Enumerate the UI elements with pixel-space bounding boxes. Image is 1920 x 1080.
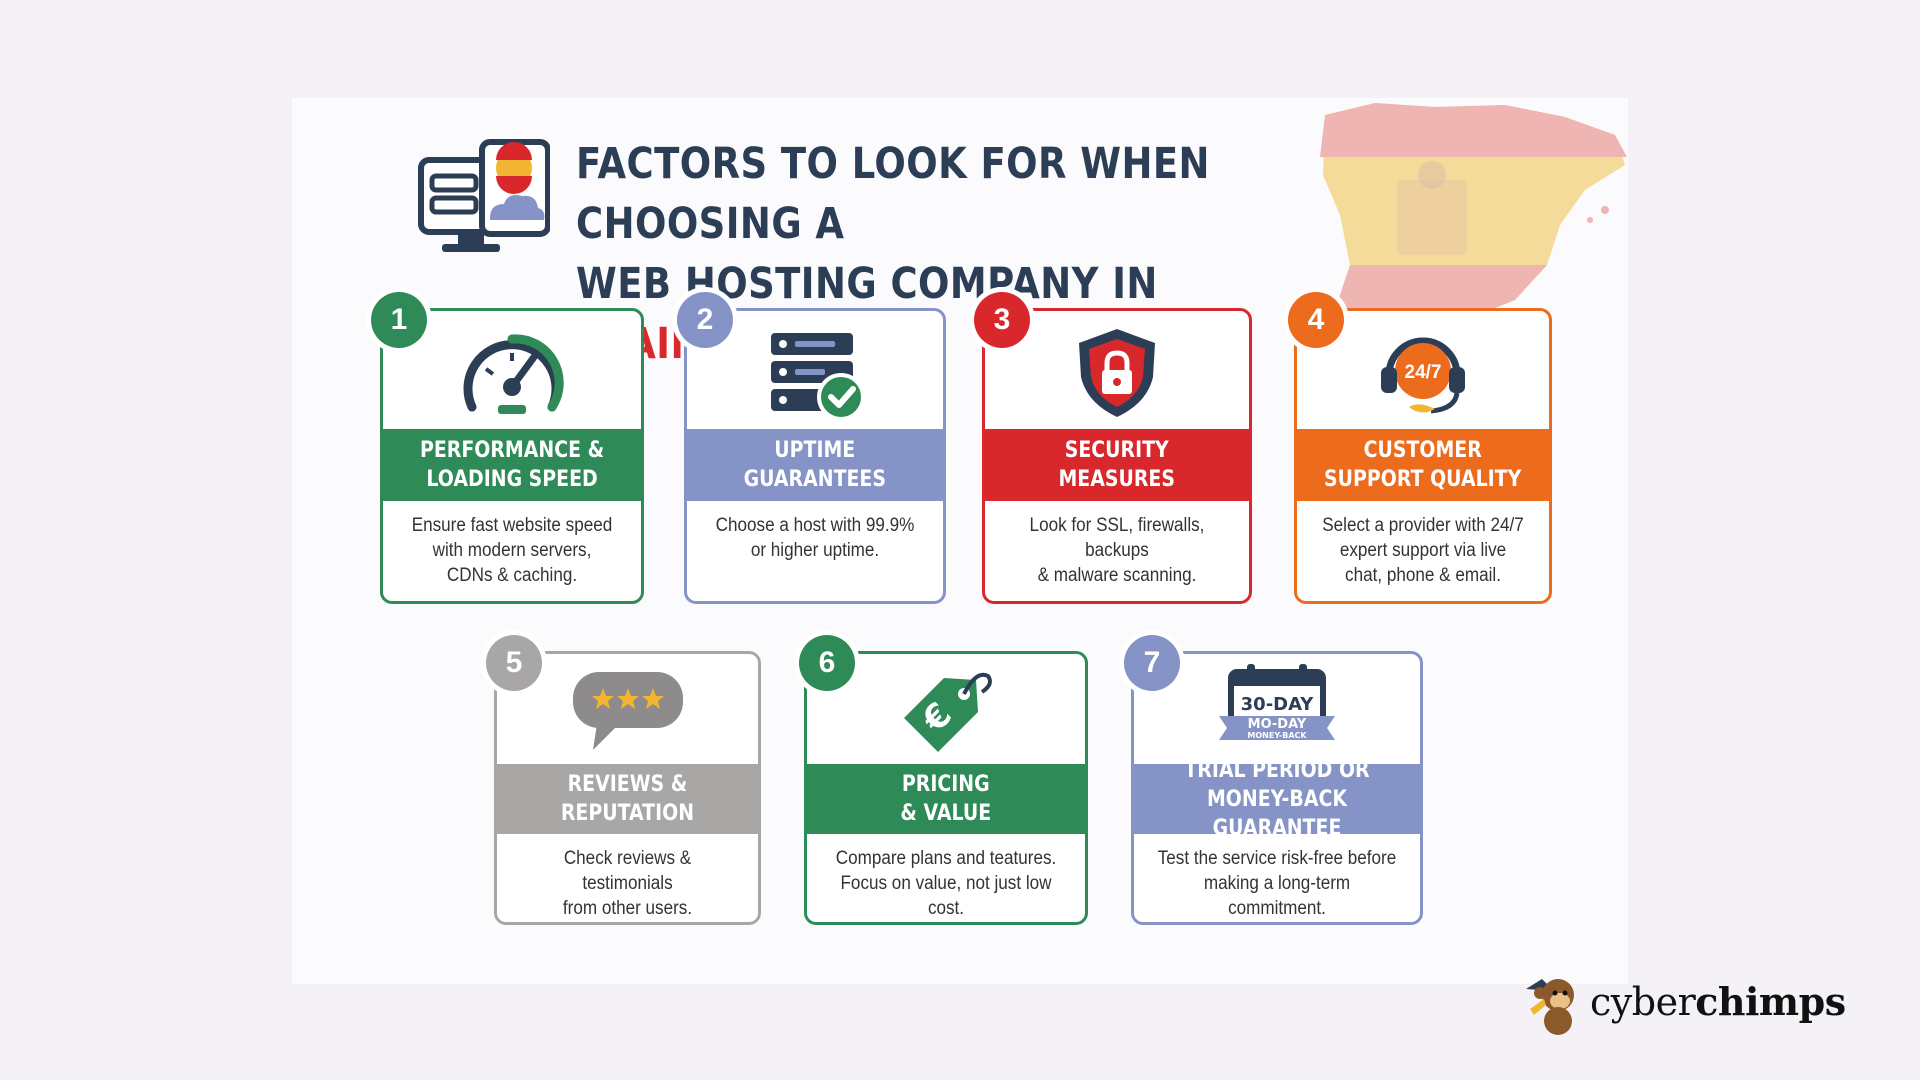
ribbon-label: MO-DAY [1248,717,1307,732]
factor-description: Ensure fast website speed with modern se… [411,515,613,586]
factor-description: Look for SSL, firewalls, backups & malwa… [1029,515,1205,586]
factor-number-badge: 2 [677,292,733,348]
factor-description: Test the service risk-free before making… [1157,848,1397,919]
calendar-icon: 30-DAY MO-DAY MONEY-BACK [1219,664,1335,740]
server-check-icon [771,333,865,421]
factor-description: Compare plans and teatures. Focus on val… [835,848,1057,919]
page-title: FACTORS TO LOOK FOR WHEN CHOOSING A WEB … [576,134,1264,374]
spain-map-watermark [1320,103,1627,345]
brand-name-bold: chimps [1695,979,1846,1024]
factor-card-uptime: UPTIME GUARANTEES Choose a host with 99.… [684,308,946,604]
factor-card-trial: 30-DAY MO-DAY MONEY-BACK TRIAL PERIOD OR… [1131,651,1423,925]
factor-number-badge: 3 [974,292,1030,348]
factor-number-badge: 6 [799,635,855,691]
factor-title: TRIAL PERIOD OR MONEY-BACK GUARANTEE [1184,757,1370,841]
factor-card-pricing: € PRICING & VALUE Compare plans and teat… [804,651,1088,925]
factor-card-support: 24/7 CUSTOMER SUPPORT QUALITY Select a p… [1294,308,1552,604]
title-line-2-prefix: WEB HOSTING COMPANY IN [576,259,1158,309]
star-bubble-icon [572,672,683,750]
factor-title: PERFORMANCE & LOADING SPEED [419,438,605,492]
factor-number-badge: 1 [371,292,427,348]
factor-number-badge: 4 [1288,292,1344,348]
brand-name-regular: cyber [1590,980,1696,1024]
factor-number-badge: 7 [1124,635,1180,691]
factor-title: CUSTOMER SUPPORT QUALITY [1324,438,1522,492]
factor-title: UPTIME GUARANTEES [743,438,887,492]
headset-icon: 24/7 [1381,337,1465,414]
title-line-1: FACTORS TO LOOK FOR WHEN CHOOSING A [576,139,1210,249]
brand-name: cyberchimps [1590,979,1846,1024]
factor-description: Choose a host with 99.9% or higher uptim… [715,515,915,561]
ribbon-sublabel: MONEY-BACK [1247,731,1307,740]
speedometer-icon [463,334,564,414]
shield-lock-icon [1079,329,1155,417]
calendar-label: 30-DAY [1241,694,1315,715]
factor-card-performance: PERFORMANCE & LOADING SPEED Ensure fast … [380,308,644,604]
brand-logo: cyberchimps [1520,975,1846,1035]
price-tag-icon: € [904,672,992,752]
factor-title: PRICING & VALUE [900,772,992,826]
hosting-monitor-icon [418,139,550,252]
support-hours-label: 24/7 [1405,362,1442,383]
factor-description: Select a provider with 24/7 expert suppo… [1322,515,1524,586]
factor-card-reviews: REVIEWS & REPUTATION Check reviews & tes… [494,651,761,925]
factor-card-security: SECURITY MEASURES Look for SSL, firewall… [982,308,1252,604]
factor-title: SECURITY MEASURES [1058,438,1176,492]
factor-description: Check reviews & testimonials from other … [562,848,693,919]
factor-number-badge: 5 [486,635,542,691]
factor-title: REVIEWS & REPUTATION [560,772,695,826]
chimp-mascot-icon [1526,979,1574,1035]
